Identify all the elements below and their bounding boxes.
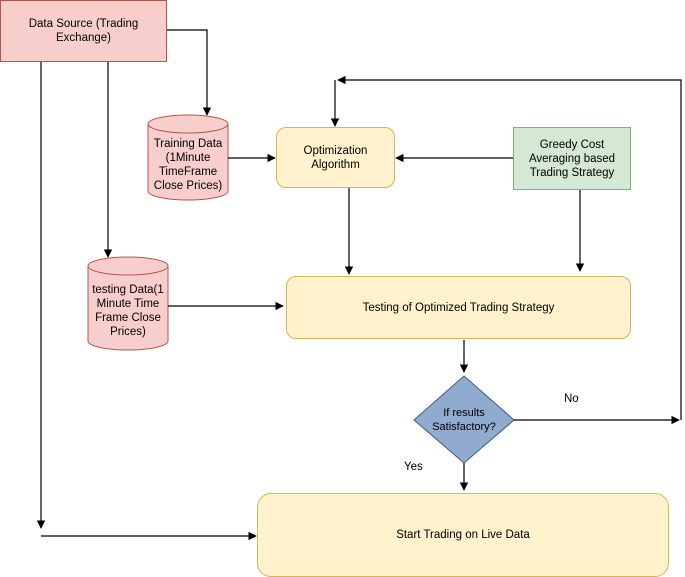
training-data-cylinder	[147, 114, 229, 201]
edge-source-to-training	[167, 29, 212, 116]
training-data-label: Training Data (1Minute TimeFrame Close P…	[153, 138, 223, 192]
edge-loop-back	[337, 75, 682, 420]
testing-strategy-node: Testing of Optimized Trading Strategy	[286, 276, 631, 339]
yes-label: Yes	[404, 461, 423, 473]
testing-data-label: testing Data(1 Minute Time Frame Close P…	[92, 284, 164, 338]
live-trading-node: Start Trading on Live Data	[257, 493, 669, 577]
trading-strategy-node: Greedy Cost Averaging based Trading Stra…	[513, 127, 631, 190]
testing-data-cylinder	[87, 256, 169, 351]
optimization-algorithm-node: Optimization Algorithm	[276, 127, 395, 188]
decision-label: If results Satisfactory?	[432, 407, 496, 433]
data-source-node: Data Source (Trading Exchange)	[0, 0, 167, 62]
no-label: No	[564, 393, 579, 405]
